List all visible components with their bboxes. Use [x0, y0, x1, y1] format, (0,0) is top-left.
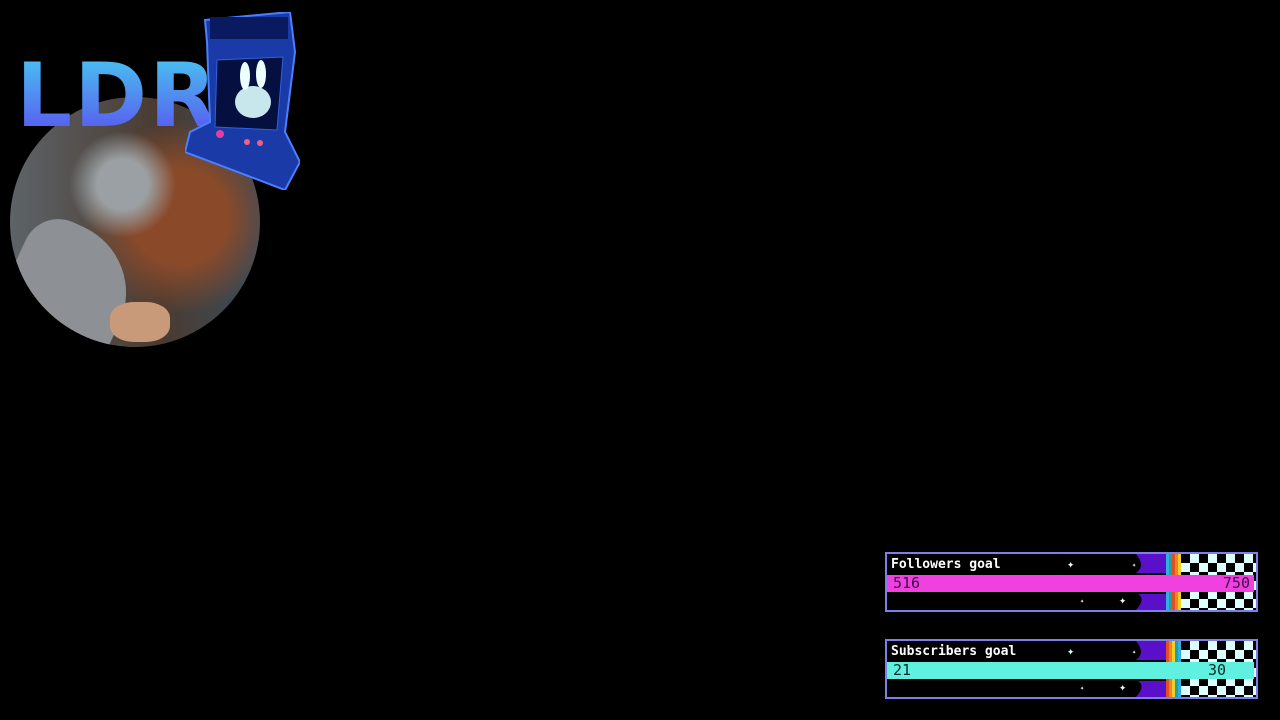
- sparkle-icon: ✦: [1119, 593, 1127, 607]
- goal-title: Followers goal: [891, 557, 1001, 572]
- goal-title: Subscribers goal: [891, 644, 1017, 659]
- arcade-bunny-icon: [185, 12, 300, 190]
- sparkle-icon: ✦: [1132, 648, 1137, 656]
- sparkle-icon: ✦: [1080, 684, 1085, 692]
- subscribers-progress-fill: [887, 662, 1254, 679]
- sparkle-icon: ✦: [1067, 557, 1075, 571]
- sparkle-icon: ✦: [1067, 644, 1075, 658]
- sparkle-icon: ✦: [1132, 561, 1137, 569]
- goal-target-value: 750: [1222, 574, 1250, 592]
- sparkle-icon: ✦: [1080, 597, 1085, 605]
- subscribers-goal-widget: Subscribers goal ✦ ✦ ✦ ✦ 21 30: [885, 639, 1258, 699]
- sparkle-icon: ✦: [1119, 680, 1127, 694]
- channel-logo: LDR: [16, 44, 219, 147]
- followers-goal-widget: Followers goal ✦ ✦ ✦ ✦ 516 750: [885, 552, 1258, 612]
- followers-progress-fill: [887, 575, 1254, 592]
- goal-current-value: 21: [893, 661, 912, 679]
- goal-current-value: 516: [893, 574, 921, 592]
- goal-target-value: 30: [1207, 661, 1226, 679]
